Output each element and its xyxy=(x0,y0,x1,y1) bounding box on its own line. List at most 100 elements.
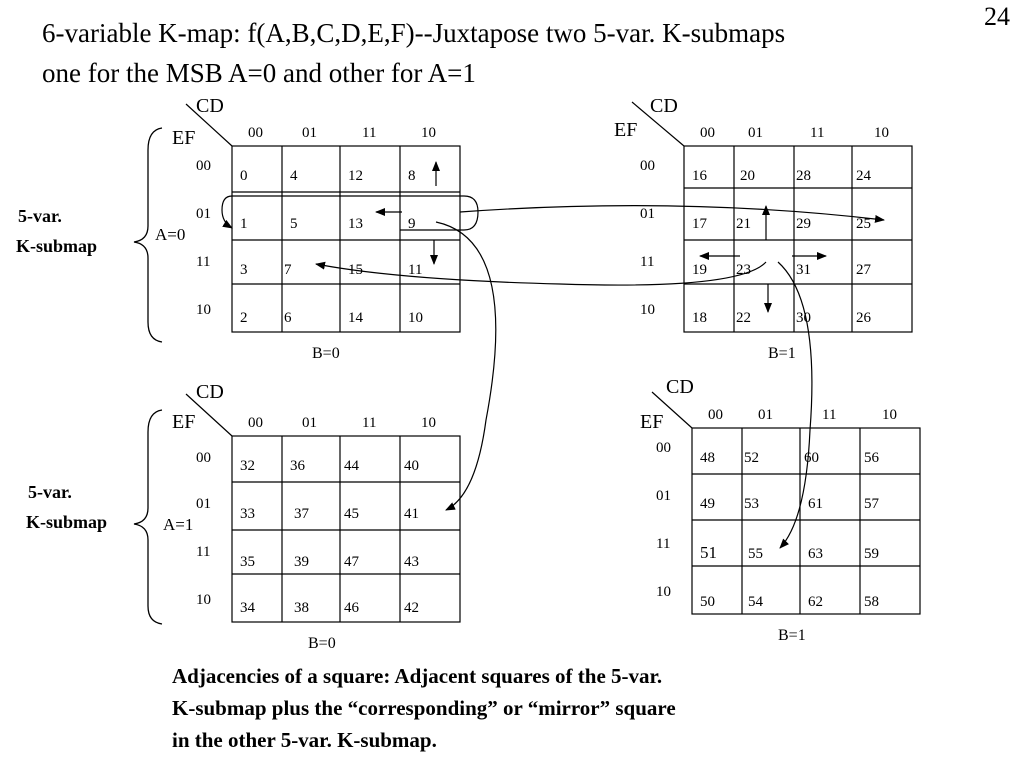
b-label: B=1 xyxy=(768,345,796,362)
cell: 61 xyxy=(808,496,823,512)
row-wrap-bracket xyxy=(232,195,479,231)
row-header: 10 xyxy=(196,592,211,608)
col-header: 00 xyxy=(700,125,715,141)
left-brace-bottom xyxy=(133,409,163,625)
col-header: 10 xyxy=(421,415,436,431)
left-brace-top xyxy=(133,127,163,343)
arrow-9-to-25 xyxy=(459,205,885,223)
wrap-left-arrow xyxy=(221,195,233,229)
row-header: 01 xyxy=(640,206,655,222)
cell: 28 xyxy=(796,168,811,184)
cell: 51 xyxy=(700,543,717,562)
row-var-label: EF xyxy=(172,411,195,433)
arrow-23-to-7 xyxy=(315,261,767,286)
cell: 44 xyxy=(344,458,360,474)
cell: 29 xyxy=(796,216,811,232)
col-header: 11 xyxy=(362,415,376,431)
caption-line-3: in the other 5-var. K-submap. xyxy=(172,728,437,752)
cell: 54 xyxy=(748,594,764,610)
kmap-a1-b0: CD EF 00 01 11 10 00 01 11 10 32 36 44 4… xyxy=(163,381,461,652)
cell: 27 xyxy=(856,262,872,278)
adjacency-markers xyxy=(221,161,885,549)
col-header: 00 xyxy=(708,407,723,423)
kmap-grid xyxy=(683,145,913,333)
a-label: A=0 xyxy=(155,225,185,244)
arrow-23-to-55 xyxy=(777,261,813,549)
side-label-bottom-1: 5-var. xyxy=(28,482,72,502)
cell: 30 xyxy=(796,310,811,326)
col-header: 01 xyxy=(758,407,773,423)
cell: 18 xyxy=(692,310,707,326)
cell: 62 xyxy=(808,594,823,610)
cell: 34 xyxy=(240,600,256,616)
cell: 40 xyxy=(404,458,419,474)
col-var-label: CD xyxy=(666,376,694,398)
cell: 3 xyxy=(240,262,248,278)
cell: 2 xyxy=(240,310,248,326)
col-var-label: CD xyxy=(196,95,224,117)
row-header: 10 xyxy=(196,302,211,318)
b-label: B=0 xyxy=(308,635,336,652)
kmap-a1-b1: CD EF 00 01 11 10 00 01 11 10 48 52 60 5… xyxy=(640,376,921,644)
cell: 41 xyxy=(404,506,419,522)
row-header: 10 xyxy=(640,302,655,318)
b-label: B=0 xyxy=(312,345,340,362)
row-header: 11 xyxy=(640,254,654,270)
cell: 60 xyxy=(804,450,819,466)
cell: 9 xyxy=(408,216,416,232)
row-var-label: EF xyxy=(640,411,663,433)
cell: 8 xyxy=(408,168,416,184)
row-header: 11 xyxy=(196,254,210,270)
col-header: 00 xyxy=(248,125,263,141)
cell: 0 xyxy=(240,168,248,184)
side-label-top-1: 5-var. xyxy=(18,206,62,226)
caption: Adjacencies of a square: Adjacent square… xyxy=(172,660,676,756)
cell: 23 xyxy=(736,262,751,278)
cell: 33 xyxy=(240,506,255,522)
cell: 26 xyxy=(856,310,872,326)
col-header: 10 xyxy=(421,125,436,141)
cell: 37 xyxy=(294,506,310,522)
title-line-2: one for the MSB A=0 and other for A=1 xyxy=(42,58,476,88)
cell: 22 xyxy=(736,310,751,326)
cell: 39 xyxy=(294,554,309,570)
col-header: 01 xyxy=(748,125,763,141)
cell: 14 xyxy=(348,310,364,326)
kmap-a0-b1: CD EF 00 01 11 10 00 01 11 10 16 20 28 2… xyxy=(614,95,913,362)
col-header: 00 xyxy=(248,415,263,431)
cell: 21 xyxy=(736,216,751,232)
title-line-1: 6-variable K-map: f(A,B,C,D,E,F)--Juxtap… xyxy=(42,18,786,48)
cell: 6 xyxy=(284,310,292,326)
cell: 5 xyxy=(290,216,298,232)
cell: 46 xyxy=(344,600,360,616)
kmap-grid xyxy=(691,427,921,615)
kmap-grid xyxy=(231,435,461,623)
cell: 49 xyxy=(700,496,715,512)
diagonal-divider xyxy=(185,103,233,147)
cell: 48 xyxy=(700,450,715,466)
row-header: 01 xyxy=(656,488,671,504)
col-header: 11 xyxy=(810,125,824,141)
caption-line-2: K-submap plus the “corresponding” or “mi… xyxy=(172,696,676,720)
row-header: 00 xyxy=(640,158,655,174)
row-header: 00 xyxy=(196,450,211,466)
cell: 10 xyxy=(408,310,423,326)
row-var-label: EF xyxy=(172,127,195,149)
cell: 31 xyxy=(796,262,811,278)
cell: 56 xyxy=(864,450,880,466)
side-label-top-2: K-submap xyxy=(16,236,97,256)
cell: 1 xyxy=(240,216,248,232)
row-header: 11 xyxy=(196,544,210,560)
row-header: 10 xyxy=(656,584,671,600)
row-header: 11 xyxy=(656,536,670,552)
row-var-label: EF xyxy=(614,119,637,141)
cell: 16 xyxy=(692,168,708,184)
cell: 53 xyxy=(744,496,759,512)
col-var-label: CD xyxy=(650,95,678,117)
col-header: 11 xyxy=(822,407,836,423)
cell: 45 xyxy=(344,506,359,522)
col-header: 10 xyxy=(874,125,889,141)
cell: 17 xyxy=(692,216,708,232)
a-label: A=1 xyxy=(163,515,193,534)
diagonal-divider xyxy=(651,391,693,429)
